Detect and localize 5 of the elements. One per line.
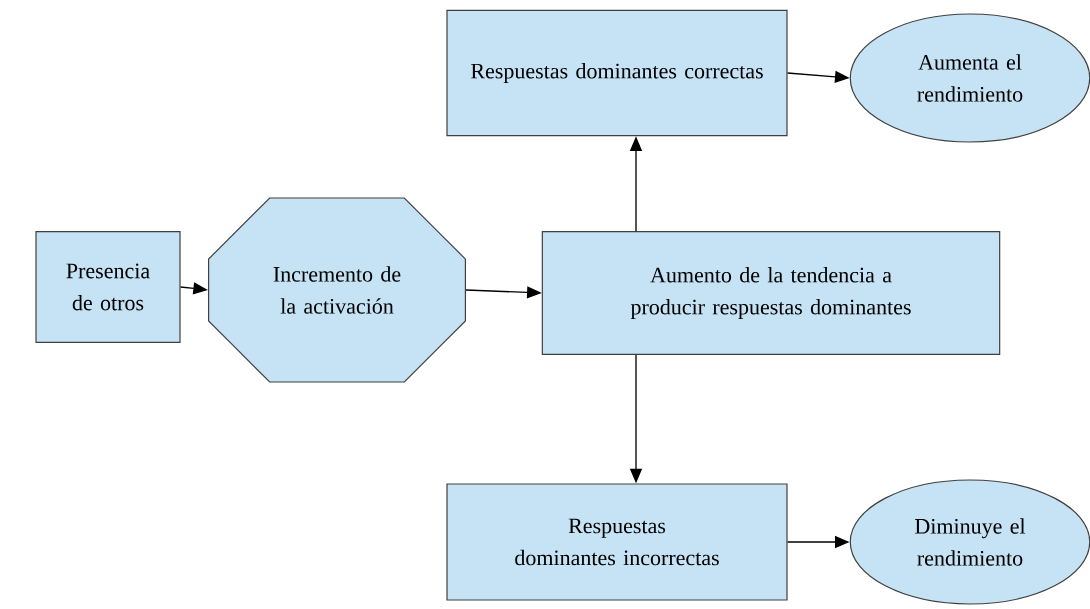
process-box: Respuestas dominantes incorrectas [446, 483, 788, 601]
octagon-box: Incremento de la activación [208, 197, 466, 383]
process-box: Presencia de otros [35, 231, 181, 343]
process-box: Respuestas dominantes correctas [446, 9, 788, 137]
process-box: Aumento de la tendencia a producir respuestas dominantes [541, 231, 1001, 355]
